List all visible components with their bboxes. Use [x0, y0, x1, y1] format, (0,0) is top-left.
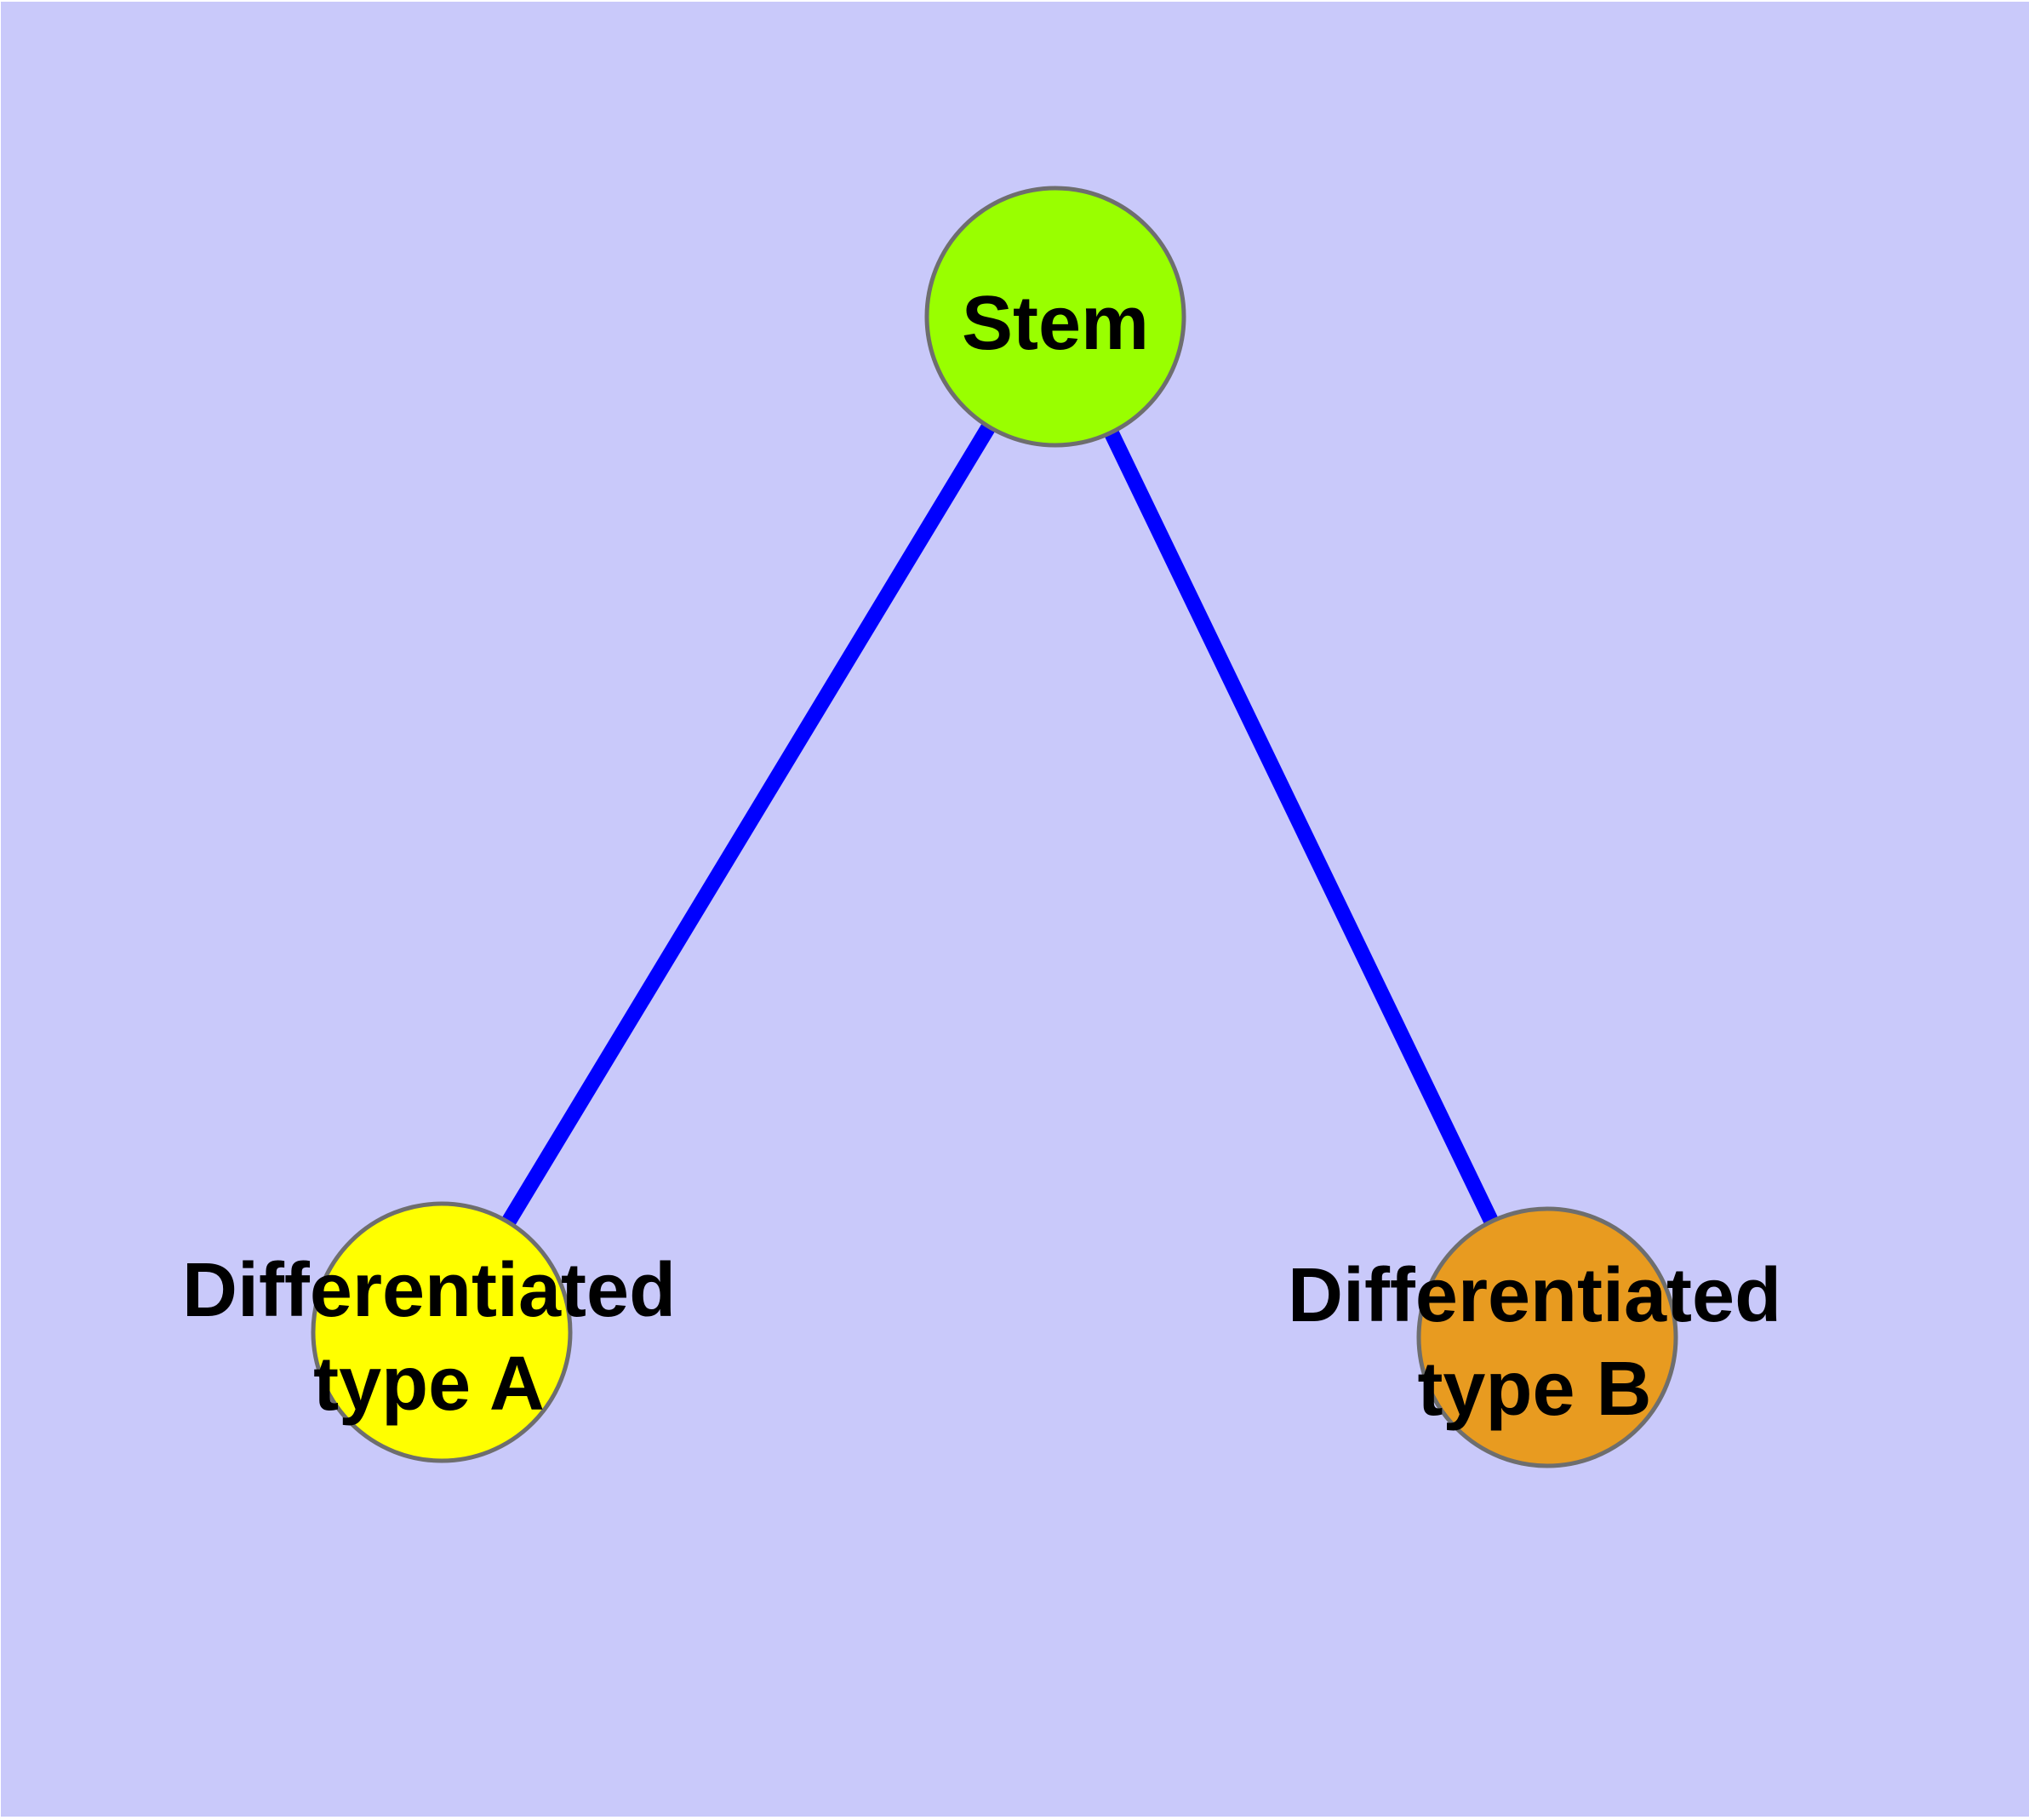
node-stem[interactable] [924, 186, 1186, 448]
node-label-stem: Stem [961, 281, 1150, 366]
edge-stem-to-type-b[interactable] [1048, 313, 1555, 1341]
node-differentiated-type-b[interactable] [1416, 1206, 1678, 1468]
node-label-differentiated-type-a: Differentiated type A [181, 1248, 677, 1427]
node-label-differentiated-type-b: Differentiated type B [1287, 1253, 1782, 1432]
node-differentiated-type-a[interactable] [311, 1201, 573, 1463]
edge-stem-to-type-a[interactable] [435, 312, 1062, 1336]
